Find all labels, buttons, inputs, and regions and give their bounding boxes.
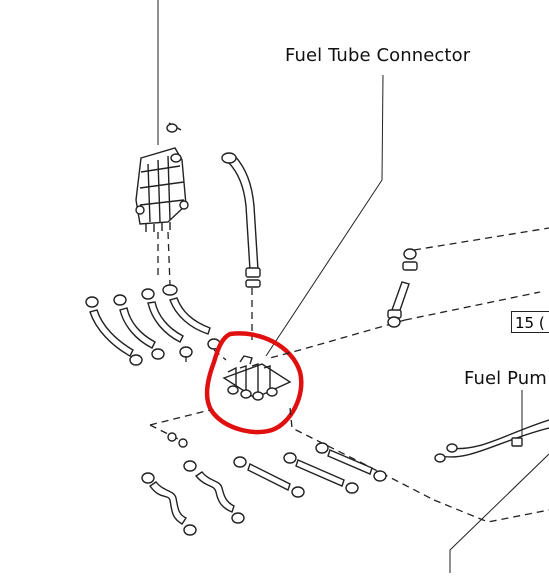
long-curved-tube: [221, 152, 261, 288]
straight-tube-3: [315, 442, 387, 482]
small-tube-2: [113, 294, 165, 360]
fuel-tube-connector-label: Fuel Tube Connector: [285, 45, 471, 66]
straight-tube-2: [283, 452, 359, 494]
small-tube-4: [162, 284, 221, 350]
bottom-right-diagonal: [449, 453, 549, 573]
bolt-part: [166, 122, 182, 133]
fuel-pump-label: Fuel Pum: [464, 368, 547, 389]
small-tube-1: [85, 296, 143, 366]
elbow-tube-2: [194, 471, 245, 524]
straight-tube-1: [233, 456, 305, 498]
connector-leader-line: [265, 74, 384, 357]
elbow-tube-1: [149, 481, 197, 536]
right-small-tube: [387, 248, 418, 328]
bottom-clips: [141, 432, 197, 484]
reference-code-box: 15 (: [511, 311, 549, 333]
right-dash-outline: [269, 227, 549, 523]
dash-from-manifold-2: [167, 231, 171, 286]
fuel-pump-lines: [434, 419, 549, 463]
highlight-circle: [204, 331, 304, 435]
small-tube-3: [141, 288, 193, 358]
fuel-tube-connector-part: [222, 355, 292, 401]
manifold-part: [135, 147, 189, 232]
